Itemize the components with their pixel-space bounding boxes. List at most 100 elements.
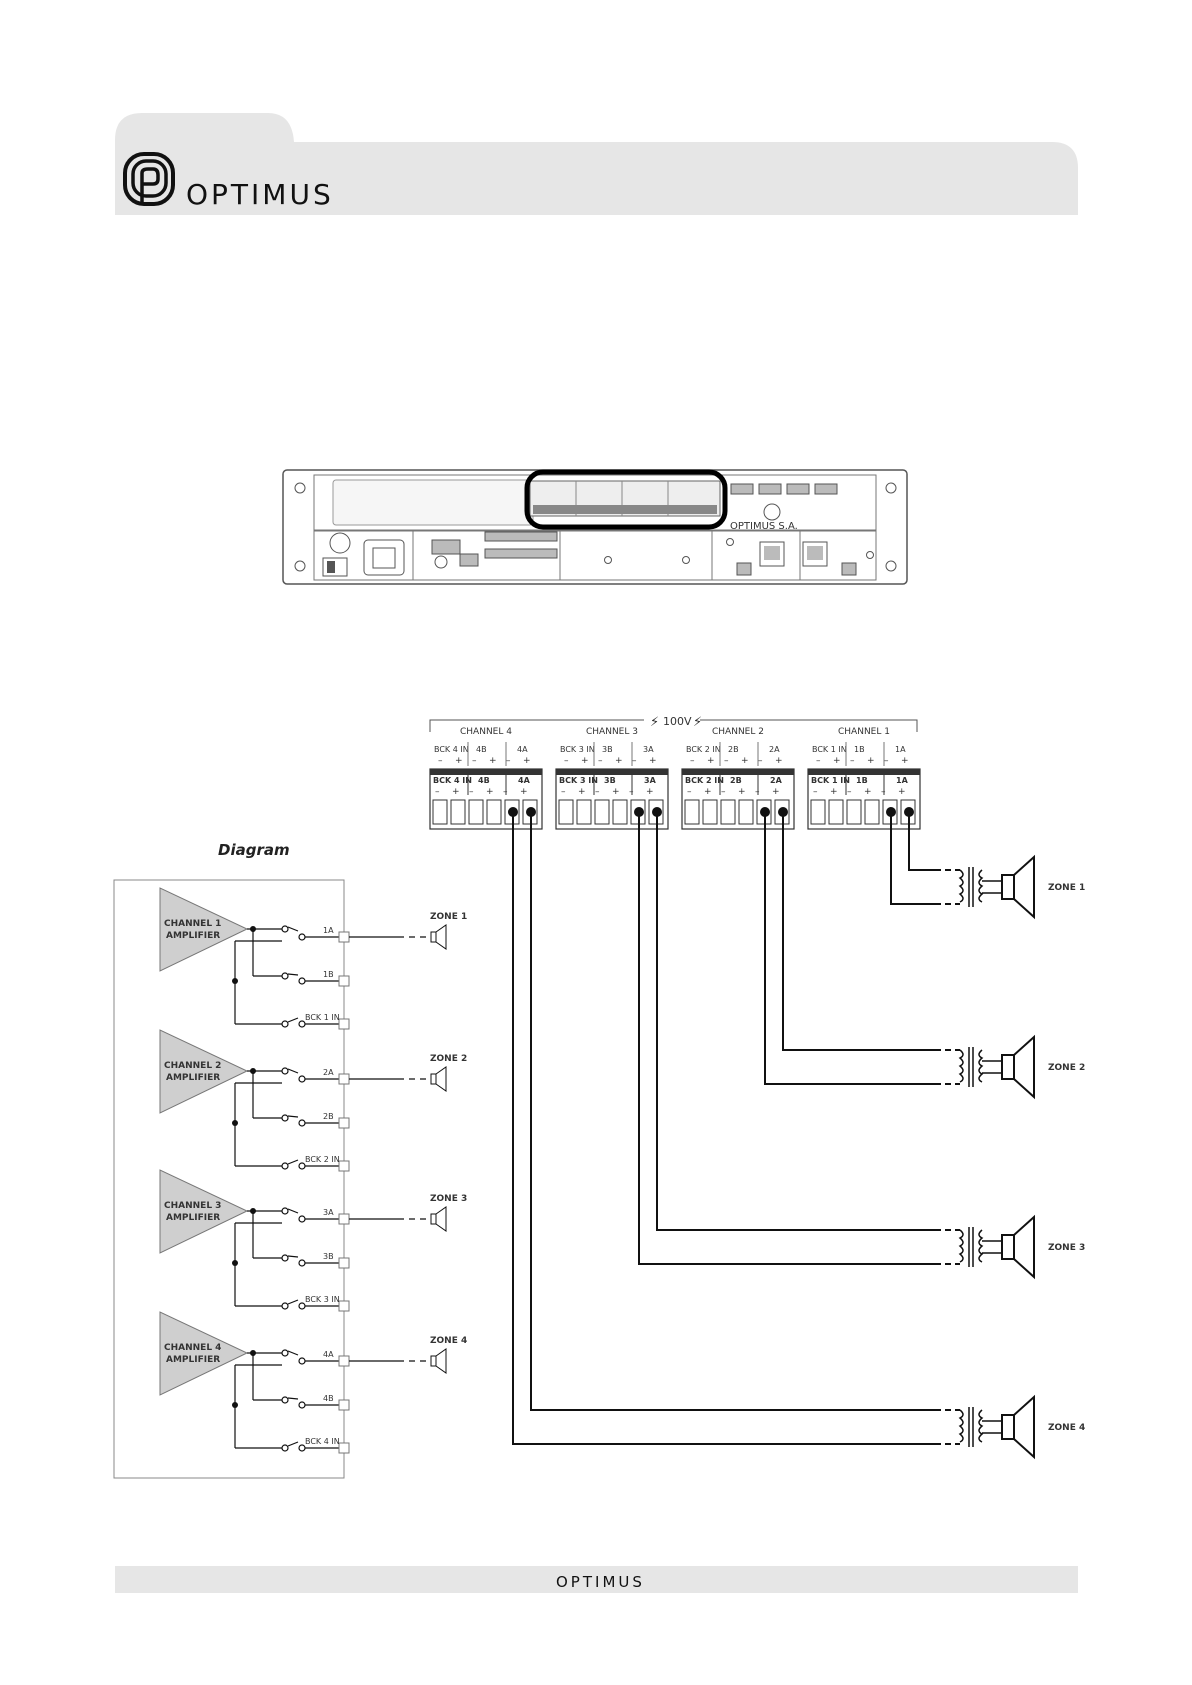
bck-label: BCK 1 IN [812,745,847,754]
switch-icon [281,925,289,933]
plus-sign: + [867,756,875,766]
amplifier-icon [159,1311,249,1396]
voltage-label: 100V [663,715,692,728]
amplifier-icon [159,1029,249,1114]
zone-label: ZONE 2 [430,1054,467,1064]
output-label: 1B [323,970,334,979]
switch-icon [281,1444,289,1452]
plus-sign: + [775,756,783,766]
speaker-icon [982,1394,1035,1460]
panel-maker-label: OPTIMUS S.A. [730,521,798,532]
minus-sign: – [435,787,440,797]
minus-sign: – [884,756,889,766]
header-brand: OPTIMUS [186,178,334,211]
page-header: OPTIMUS [115,113,1078,215]
a-label: 1A [895,745,906,754]
amplifier-icon [159,1169,249,1254]
speaker-cable [890,812,960,905]
plus-sign: + [520,787,528,797]
plus-sign: + [486,787,494,797]
minus-sign: – [472,756,477,766]
a-label: 3A [644,776,657,785]
transformer-icon [958,867,984,907]
amplifier-icon [159,887,249,972]
plus-sign: + [455,756,463,766]
channel-label: CHANNEL 4 [460,727,512,737]
switch-icon [281,1207,289,1215]
bck-label: BCK 2 IN [305,1155,340,1164]
output-label: 2B [323,1112,334,1121]
minus-sign: – [561,787,566,797]
amplifier-label: AMPLIFIER [166,1355,220,1365]
bck-label: BCK 1 IN [811,776,850,785]
a-label: 2A [769,745,780,754]
plus-sign: + [901,756,909,766]
plus-sign: + [707,756,715,766]
channel-label: CHANNEL 1 [838,727,890,737]
plus-sign: + [864,787,872,797]
transformer-icon [958,1227,984,1267]
minus-sign: – [687,787,692,797]
output-label: 1A [323,926,334,935]
plus-sign: + [615,756,623,766]
speaker-icon [430,1348,447,1374]
minus-sign: – [758,756,763,766]
bolt-icon: ⚡ [693,715,702,730]
speaker-icon [982,854,1035,920]
plus-sign: + [523,756,531,766]
diagram-title: Diagram [218,841,290,859]
switch-icon [281,1349,289,1357]
zone-label: ZONE 3 [1048,1243,1085,1253]
bck-label: BCK 2 IN [685,776,724,785]
b-label: 4B [476,745,487,754]
plus-sign: + [738,787,746,797]
channel-label: CHANNEL 2 [712,727,764,737]
zone-label: ZONE 1 [1048,883,1085,893]
plus-sign: + [452,787,460,797]
b-label: 2B [730,776,742,785]
a-label: 4A [518,776,531,785]
plus-sign: + [898,787,906,797]
minus-sign: – [598,756,603,766]
rear-panel: OPTIMUS S.A. [282,469,908,585]
switch-icon [281,1396,289,1404]
amplifier-label: CHANNEL 3 [164,1201,221,1211]
minus-sign: – [755,787,760,797]
bck-label: BCK 2 IN [686,745,721,754]
b-label: 2B [728,745,739,754]
minus-sign: – [847,787,852,797]
zone-label: ZONE 2 [1048,1063,1085,1073]
output-label: 3B [323,1252,334,1261]
bolt-icon: ⚡ [650,715,659,730]
output-label: 4A [323,1350,334,1359]
speaker-icon [982,1034,1035,1100]
channel-label: CHANNEL 3 [586,727,638,737]
amplifier-label: CHANNEL 1 [164,919,221,929]
minus-sign: – [438,756,443,766]
speaker-cable [638,812,960,1265]
plus-sign: + [833,756,841,766]
amplifier-label: AMPLIFIER [166,1073,220,1083]
minus-sign: – [813,787,818,797]
a-label: 4A [517,745,528,754]
minus-sign: – [632,756,637,766]
highlighted-terminals [524,469,728,530]
output-label: 2A [323,1068,334,1077]
speaker-icon [982,1214,1035,1280]
bck-label: BCK 4 IN [433,776,472,785]
output-label: 4B [323,1394,334,1403]
bck-label: BCK 3 IN [559,776,598,785]
plus-sign: + [830,787,838,797]
minus-sign: – [690,756,695,766]
b-label: 1B [856,776,868,785]
amplifier-label: CHANNEL 4 [164,1343,221,1353]
b-label: 3B [602,745,613,754]
amplifier-label: AMPLIFIER [166,931,220,941]
plus-sign: + [741,756,749,766]
